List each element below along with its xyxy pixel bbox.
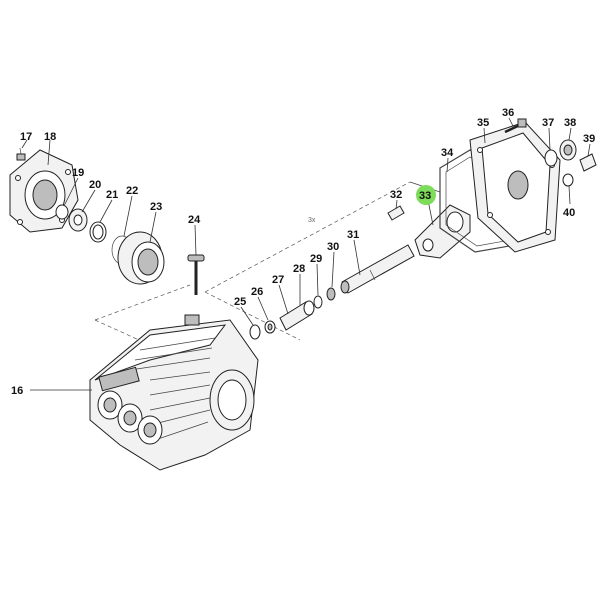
callout-36: 36 bbox=[502, 107, 514, 119]
part-washer-40 bbox=[562, 173, 574, 187]
part-bolt-24 bbox=[187, 254, 205, 295]
part-seal-30 bbox=[326, 287, 336, 301]
part-plug-38 bbox=[559, 139, 577, 161]
part-plunger-31 bbox=[340, 244, 415, 294]
callout-40: 40 bbox=[563, 207, 575, 219]
callout-39: 39 bbox=[583, 133, 595, 145]
callout-35: 35 bbox=[477, 117, 489, 129]
callout-23: 23 bbox=[150, 201, 162, 213]
part-bearing-23 bbox=[117, 231, 165, 285]
callout-29: 29 bbox=[310, 253, 322, 265]
callout-leaders bbox=[21, 117, 591, 391]
callout-highlight-33 bbox=[416, 185, 436, 205]
callout-31: 31 bbox=[347, 229, 359, 241]
callout-16: 16 bbox=[11, 385, 23, 397]
callout-17: 17 bbox=[20, 131, 32, 143]
callout-32: 32 bbox=[390, 189, 402, 201]
part-sleeve-28 bbox=[279, 300, 315, 331]
callout-labels: 16 17 18 19 20 21 22 23 24 25 26 27 28 2… bbox=[11, 107, 595, 397]
callout-26: 26 bbox=[251, 286, 263, 298]
callout-33: 33 bbox=[419, 190, 431, 202]
part-crankcase bbox=[89, 314, 259, 471]
dimension-note: 3x bbox=[308, 217, 316, 224]
callout-27: 27 bbox=[272, 274, 284, 286]
part-rear-cover-35 bbox=[469, 121, 561, 253]
part-screw-36 bbox=[504, 118, 527, 134]
callout-24: 24 bbox=[188, 214, 201, 226]
part-screw-17 bbox=[16, 147, 26, 161]
callout-20: 20 bbox=[89, 179, 101, 191]
callout-34: 34 bbox=[441, 147, 454, 159]
part-connecting-rod-33 bbox=[414, 204, 471, 259]
part-seal-37 bbox=[544, 149, 558, 167]
part-oring-29 bbox=[313, 295, 323, 309]
callout-30: 30 bbox=[327, 241, 339, 253]
callout-18: 18 bbox=[44, 131, 56, 143]
callout-37: 37 bbox=[542, 117, 554, 129]
part-seal-25 bbox=[249, 324, 261, 340]
callout-19: 19 bbox=[72, 167, 84, 179]
part-circlip-21 bbox=[89, 221, 107, 243]
part-washer-26 bbox=[264, 320, 276, 334]
part-side-cover bbox=[9, 149, 79, 233]
callout-25: 25 bbox=[234, 296, 246, 308]
callout-28: 28 bbox=[293, 263, 305, 275]
part-seal-20 bbox=[68, 208, 88, 232]
callout-22: 22 bbox=[126, 185, 138, 197]
callout-38: 38 bbox=[564, 117, 576, 129]
part-plug-39 bbox=[579, 153, 597, 172]
part-oring-19 bbox=[55, 204, 69, 220]
callout-21: 21 bbox=[106, 189, 118, 201]
